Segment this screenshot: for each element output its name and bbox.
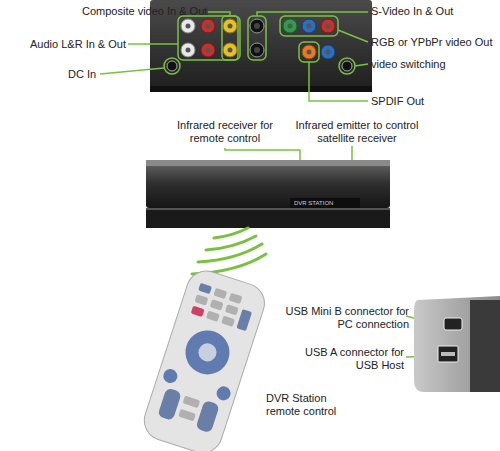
- illustration-part: [321, 19, 335, 33]
- illustration-part: [302, 19, 316, 33]
- callout-label: S-Video In & Out: [371, 5, 453, 18]
- callout-label: Infrared emitter to control satellite re…: [282, 119, 432, 145]
- illustration-part: [326, 24, 331, 29]
- illustration-part: [280, 16, 338, 36]
- illustration-part: [228, 24, 233, 29]
- illustration-part: [195, 400, 219, 433]
- illustration-part: [228, 48, 233, 53]
- illustration-part: [414, 296, 500, 392]
- illustration-part: [213, 288, 227, 299]
- callout-label: DC In: [68, 68, 96, 81]
- illustration-part: [183, 396, 201, 409]
- illustration-part: [470, 300, 500, 392]
- callout-label: video switching: [371, 58, 446, 71]
- illustration-part: [198, 283, 212, 294]
- illustration-part: [181, 43, 195, 57]
- illustration-part: [196, 341, 219, 364]
- illustration-part: [309, 62, 368, 101]
- callout-label: Infrared receiver for remote control: [163, 119, 287, 145]
- illustration-part: [441, 352, 455, 356]
- illustration-part: [254, 23, 260, 29]
- brand-text: DVR STATION: [294, 199, 333, 207]
- illustration-part: [201, 43, 215, 57]
- callout-label: USB A connector for USB Host: [304, 346, 404, 372]
- remote-control: [139, 266, 269, 451]
- illustration-part: [288, 24, 293, 29]
- illustration-part: [321, 45, 335, 59]
- callout-label: DVR Station remote control: [266, 392, 356, 418]
- illustration-part: [215, 385, 233, 403]
- illustration-part: [339, 58, 355, 74]
- illustration-part: [178, 16, 240, 60]
- illustration-part: [150, 86, 372, 92]
- illustration-part: [206, 236, 256, 250]
- illustration-part: [167, 61, 177, 71]
- illustration-part: [191, 306, 205, 317]
- leader-lines: [100, 12, 452, 357]
- illustration-part: [223, 19, 237, 33]
- illustration-part: [146, 160, 390, 166]
- illustration-part: [178, 409, 196, 422]
- illustration-part: [307, 24, 312, 29]
- illustration-part: [214, 228, 248, 238]
- callout-label: USB Mini B connector for PC connection: [284, 305, 409, 331]
- illustration-part: [236, 309, 252, 331]
- illustration-part: [342, 61, 352, 71]
- illustration-part: [181, 19, 195, 33]
- illustration-part: [223, 43, 237, 57]
- illustration-part: [146, 160, 390, 208]
- illustration-part: [100, 68, 164, 74]
- illustration-part: [146, 208, 390, 210]
- illustration-part: [206, 311, 220, 322]
- illustration-part: [206, 24, 211, 29]
- illustration-part: [186, 24, 191, 29]
- callout-label: RGB or YPbPr video Out: [371, 36, 492, 49]
- illustration-part: [438, 346, 458, 362]
- illustration-part: [307, 50, 312, 55]
- illustration-part: [208, 12, 230, 16]
- illustration-part: [210, 299, 224, 310]
- illustration-part: [157, 387, 181, 420]
- callout-label: Audio L&R In & Out: [30, 38, 126, 51]
- illustration-part: [283, 19, 297, 33]
- illustration-part: [194, 294, 208, 305]
- usb-inset: [414, 296, 500, 392]
- illustration-part: [444, 318, 462, 330]
- dvr-station: [146, 160, 390, 228]
- illustration-part: [355, 64, 368, 66]
- callout-label: SPDIF Out: [371, 95, 424, 108]
- callout-label: Composite video In & Out: [82, 5, 207, 18]
- illustration-part: [221, 316, 235, 327]
- infrared-waves: [192, 228, 266, 274]
- illustration-part: [326, 50, 331, 55]
- illustration-part: [201, 19, 215, 33]
- illustration-part: [198, 244, 262, 262]
- illustration-part: [257, 12, 368, 16]
- illustration-part: [162, 367, 180, 385]
- illustration-part: [290, 198, 360, 208]
- illustration-part: [180, 325, 235, 380]
- illustration-part: [128, 43, 178, 45]
- illustration-part: [250, 43, 264, 57]
- illustration-part: [146, 208, 390, 228]
- illustration-part: [299, 42, 319, 62]
- illustration-part: [254, 47, 260, 53]
- illustration-part: [164, 58, 180, 74]
- illustration-part: [186, 48, 191, 53]
- illustration-part: [206, 48, 211, 53]
- illustration-part: [248, 16, 266, 60]
- illustration-part: [222, 16, 238, 60]
- illustration-part: [250, 19, 264, 33]
- illustration-part: [338, 30, 368, 42]
- illustration-part: [302, 45, 316, 59]
- illustration-part: [229, 293, 243, 304]
- illustration-part: [225, 304, 239, 315]
- illustration-part: [139, 266, 269, 451]
